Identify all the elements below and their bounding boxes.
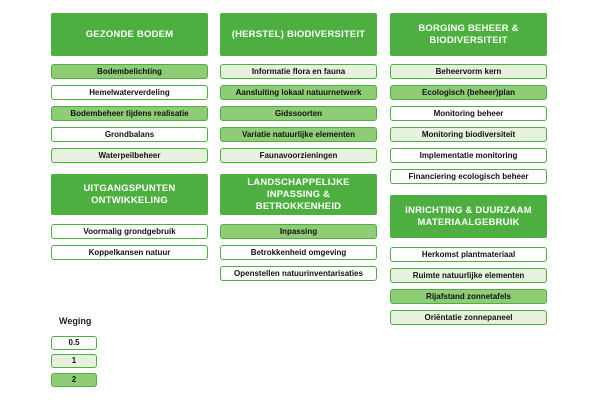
- list-item: Informatie flora en fauna: [220, 64, 377, 79]
- legend-item-1: 1: [51, 354, 97, 368]
- list-item: Faunavoorzieningen: [220, 148, 377, 163]
- list-item: Gidssoorten: [220, 106, 377, 121]
- list-item: Financiering ecologisch beheer: [390, 169, 547, 184]
- legend-item-0-5: 0.5: [51, 336, 97, 350]
- block-header-borging-beheer: BORGING BEHEER & BIODIVERSITEIT: [390, 13, 547, 56]
- list-item: Aansluiting lokaal natuurnetwerk: [220, 85, 377, 100]
- list-item: Openstellen natuurinventarisaties: [220, 266, 377, 281]
- block-header-landschappelijke-inpassing: LANDSCHAPPELIJKE INPASSING & BETROKKENHE…: [220, 174, 377, 215]
- block-header-gezonde-bodem: GEZONDE BODEM: [51, 13, 208, 56]
- list-item: Beheervorm kern: [390, 64, 547, 79]
- block-header-inrichting-duurzaam: INRICHTING & DUURZAAM MATERIAALGEBRUIK: [390, 195, 547, 238]
- block-header-uitgangspunten-ontwikkeling: UITGANGSPUNTEN ONTWIKKELING: [51, 174, 208, 215]
- list-item: Voormalig grondgebruik: [51, 224, 208, 239]
- legend-item-2: 2: [51, 373, 97, 387]
- block-header-herstel-biodiversiteit: (HERSTEL) BIODIVERSITEIT: [220, 13, 377, 56]
- list-item: Ecologisch (beheer)plan: [390, 85, 547, 100]
- list-item: Koppelkansen natuur: [51, 245, 208, 260]
- list-item: Hemelwaterverdeling: [51, 85, 208, 100]
- list-item: Monitoring beheer: [390, 106, 547, 121]
- list-item: Oriëntatie zonnepaneel: [390, 310, 547, 325]
- list-item: Bodembelichting: [51, 64, 208, 79]
- list-item: Betrokkenheid omgeving: [220, 245, 377, 260]
- list-item: Waterpeilbeheer: [51, 148, 208, 163]
- list-item: Bodembeheer tijdens realisatie: [51, 106, 208, 121]
- list-item: Herkomst plantmateriaal: [390, 247, 547, 262]
- list-item: Monitoring biodiversiteit: [390, 127, 547, 142]
- legend-title: Weging: [59, 316, 92, 326]
- list-item: Inpassing: [220, 224, 377, 239]
- list-item: Rijafstand zonnetafels: [390, 289, 547, 304]
- list-item: Ruimte natuurlijke elementen: [390, 268, 547, 283]
- list-item: Grondbalans: [51, 127, 208, 142]
- list-item: Implementatie monitoring: [390, 148, 547, 163]
- list-item: Variatie natuurlijke elementen: [220, 127, 377, 142]
